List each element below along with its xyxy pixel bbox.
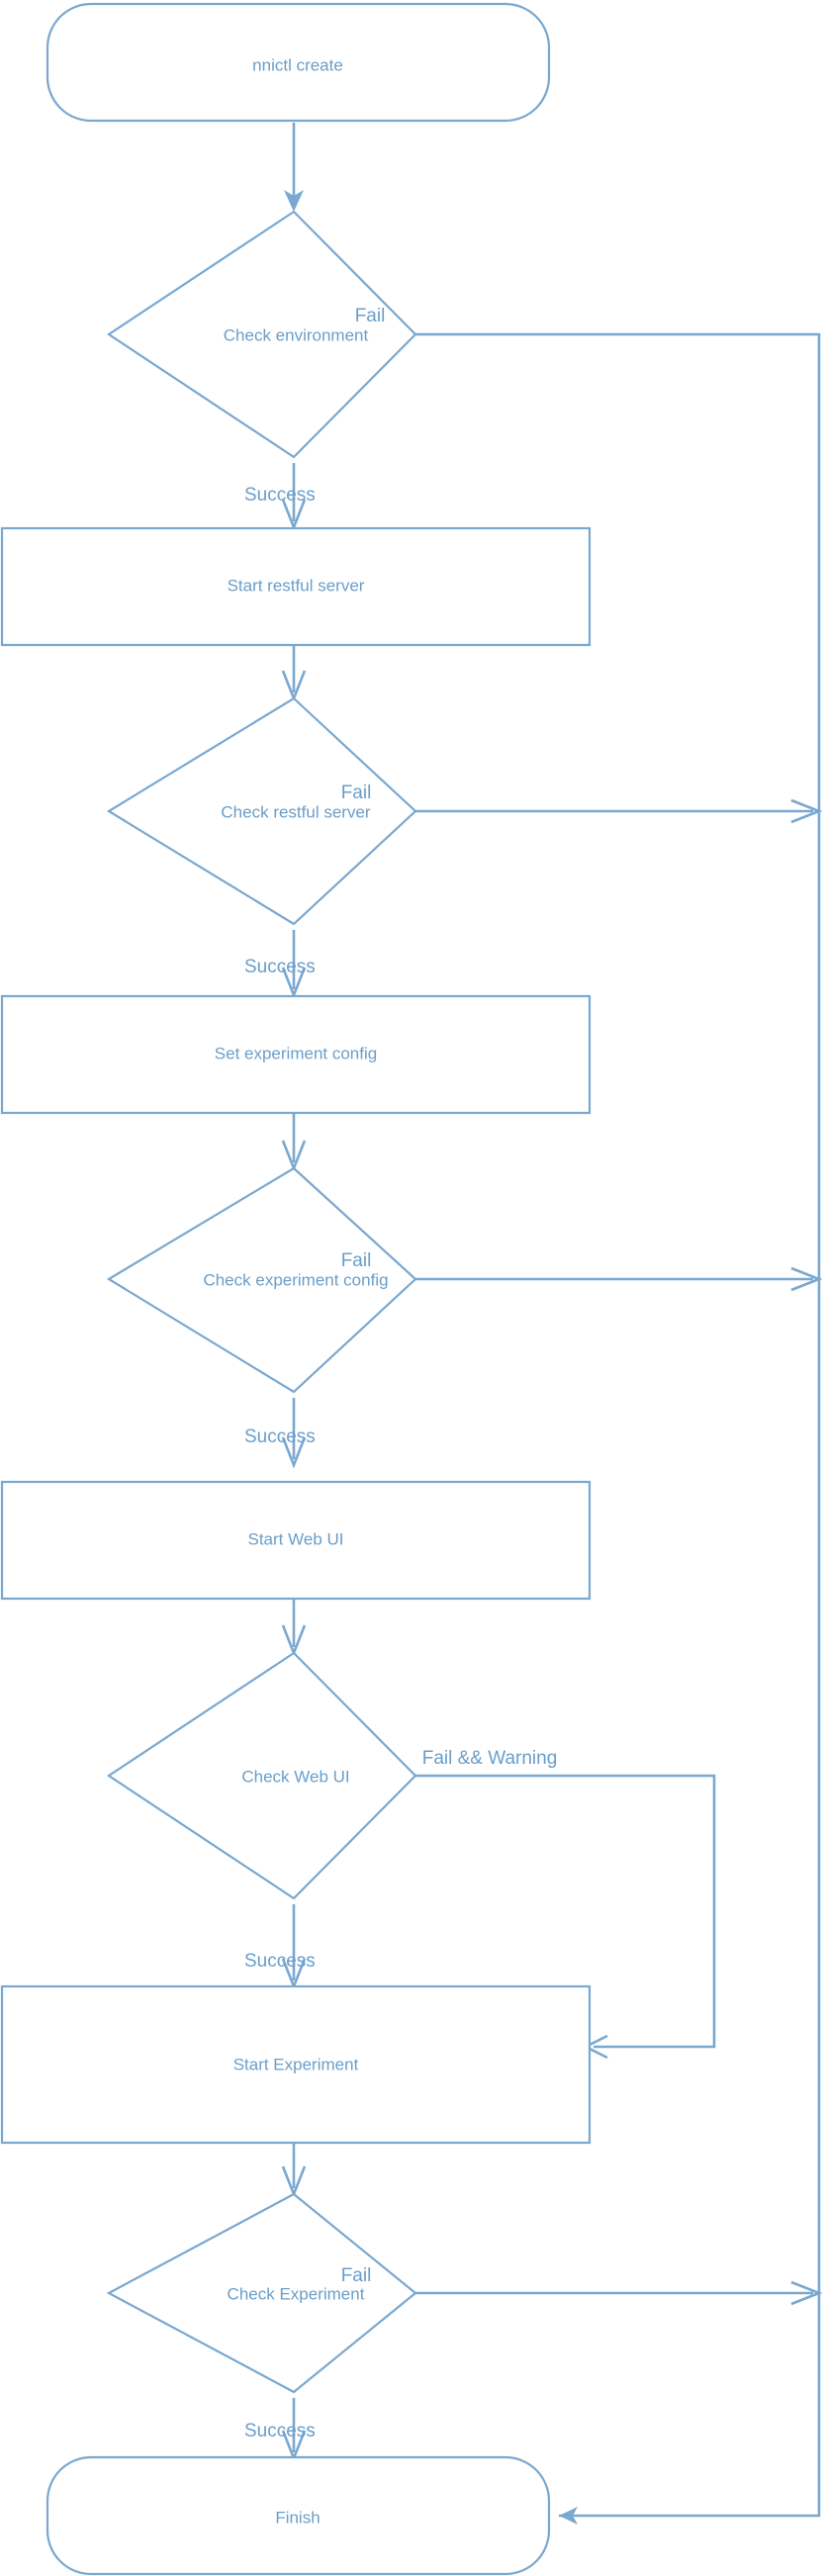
node-start-experiment[interactable]: Start Experiment — [0, 1984, 592, 2145]
edge-check-config-fail-arrowhead — [790, 1266, 823, 1292]
edge-label-fail-2: Fail — [341, 782, 372, 803]
edge-label-success-4: Success — [244, 1951, 316, 1972]
edge-label-success-5: Success — [244, 2421, 316, 2441]
node-start-restful-server-shape[interactable] — [0, 526, 592, 647]
edge-label-fail-and-warning: Fail && Warning — [422, 1748, 558, 1769]
node-start-label: nnictl create — [252, 55, 343, 74]
edge-fail-trunk-arrowhead — [559, 2507, 578, 2525]
node-check-environment-shape[interactable] — [107, 210, 417, 459]
node-set-experiment-config[interactable]: Set experiment config — [0, 994, 592, 1115]
edge-label-fail-1: Fail — [355, 306, 386, 326]
node-start-experiment-shape[interactable] — [0, 1984, 592, 2145]
edge-label-success-1: Success — [244, 485, 316, 506]
node-start-experiment-label: Start Experiment — [233, 2055, 359, 2073]
edge-label-success-2: Success — [244, 957, 316, 977]
node-check-experiment-shape[interactable] — [106, 2192, 417, 2394]
node-check-experiment[interactable]: Check Experiment — [106, 2192, 417, 2394]
edge-check-experiment-fail-arrowhead — [790, 2280, 823, 2306]
node-check-restful-server[interactable]: Check restful server — [106, 696, 417, 926]
node-check-restful-server-shape[interactable] — [106, 696, 417, 926]
node-start-web-ui-shape[interactable] — [0, 1480, 592, 1601]
node-start-web-ui[interactable]: Start Web UI — [0, 1480, 592, 1601]
node-set-experiment-config-label: Set experiment config — [215, 1044, 377, 1062]
edge-check-webui-failwarning — [415, 1774, 716, 2049]
node-start[interactable]: nnictl create — [46, 2, 551, 123]
node-set-experiment-config-shape[interactable] — [0, 994, 592, 1115]
edge-label-fail-4: Fail — [341, 2265, 372, 2286]
node-start-restful-server-label: Start restful server — [228, 576, 365, 595]
node-finish[interactable]: Finish — [46, 2455, 551, 2576]
node-check-experiment-config-label: Check experiment config — [203, 1270, 388, 1289]
edge-label-fail-3: Fail — [341, 1250, 372, 1271]
node-start-web-ui-label: Start Web UI — [248, 1529, 344, 1548]
edge-start-to-check-env-arrowhead — [284, 190, 304, 212]
edge-label-success-3: Success — [244, 1426, 316, 1447]
node-check-environment[interactable]: Check environment — [107, 210, 417, 459]
edge-check-restful-fail-arrowhead — [790, 798, 823, 824]
node-check-restful-server-label: Check restful server — [221, 802, 370, 821]
node-check-web-ui[interactable]: Check Web UI — [107, 1651, 417, 1900]
node-finish-label: Finish — [275, 2508, 320, 2527]
node-finish-shape[interactable] — [46, 2455, 551, 2576]
node-check-web-ui-shape[interactable] — [107, 1651, 417, 1900]
node-check-experiment-config[interactable]: Check experiment config — [106, 1166, 417, 1394]
edge-check-config-success-arrowhead — [281, 1436, 307, 1469]
edge-fail-trunk — [415, 332, 821, 2518]
node-start-restful-server[interactable]: Start restful server — [0, 526, 592, 647]
node-check-web-ui-label: Check Web UI — [241, 1767, 349, 1786]
node-check-experiment-config-shape[interactable] — [106, 1166, 417, 1394]
node-check-environment-label: Check environment — [224, 325, 369, 344]
node-start-shape[interactable] — [46, 2, 551, 123]
node-check-experiment-label: Check Experiment — [228, 2284, 365, 2303]
